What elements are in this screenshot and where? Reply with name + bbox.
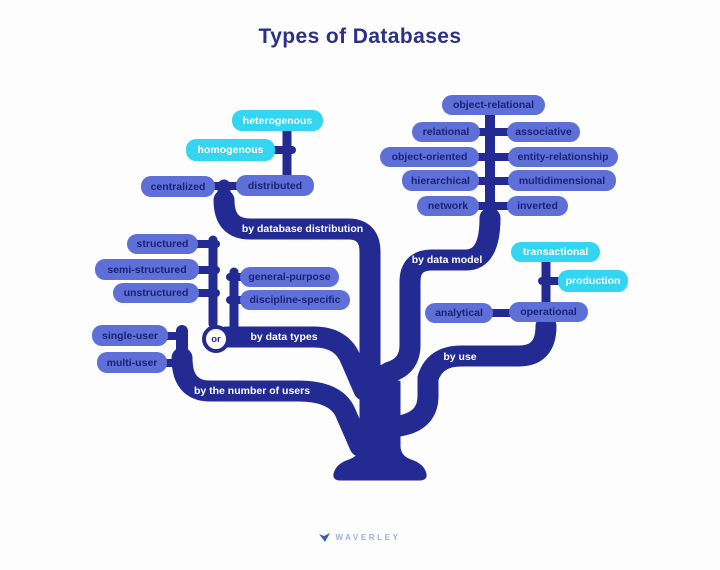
- branch-data-model: [368, 207, 501, 389]
- node-associative: associative: [507, 122, 580, 142]
- node-relational: relational: [412, 122, 480, 142]
- waverley-logo-icon: [319, 533, 331, 542]
- or-junction: or: [202, 325, 230, 353]
- branch-label-data-model: by data model: [411, 254, 483, 266]
- node-structured: structured: [127, 234, 198, 254]
- node-object-relational: object-relational: [442, 95, 545, 115]
- branch-distribution: [213, 189, 381, 436]
- node-object-oriented: object-oriented: [380, 147, 479, 167]
- brand-name: WAVERLEY: [335, 533, 401, 542]
- node-multidimensional: multidimensional: [508, 170, 616, 191]
- node-hierarchical: hierarchical: [402, 170, 479, 191]
- branch-label-use: by use: [443, 351, 477, 363]
- node-general-purpose: general-purpose: [240, 267, 339, 287]
- node-operational: operational: [509, 302, 588, 322]
- branch-use: [379, 315, 557, 439]
- footer-brand: WAVERLEY: [0, 533, 720, 542]
- branch-users: [171, 347, 371, 457]
- node-heterogenous: heterogenous: [232, 110, 323, 131]
- branch-label-users: by the number of users: [193, 385, 311, 397]
- page-title: Types of Databases: [258, 25, 462, 48]
- node-multi-user: multi-user: [97, 352, 167, 373]
- node-centralized: centralized: [141, 176, 215, 197]
- node-entity-relationship: entity-relationship: [508, 147, 618, 167]
- node-transactional: transactional: [511, 242, 600, 262]
- node-discipline-specific: discipline-specific: [240, 290, 350, 310]
- branch-label-distribution: by database distribution: [241, 223, 364, 235]
- node-production: production: [558, 270, 628, 292]
- branch-label-data-types: by data types: [250, 331, 318, 343]
- node-semi-structured: semi-structured: [95, 259, 199, 280]
- node-single-user: single-user: [92, 325, 168, 346]
- branch-data-types: [215, 326, 375, 401]
- node-distributed: distributed: [236, 175, 314, 196]
- node-network: network: [417, 196, 479, 216]
- node-homogenous: homogenous: [186, 139, 275, 161]
- node-inverted: inverted: [507, 196, 568, 216]
- node-analytical: analytical: [425, 303, 493, 323]
- node-unstructured: unstructured: [113, 283, 199, 303]
